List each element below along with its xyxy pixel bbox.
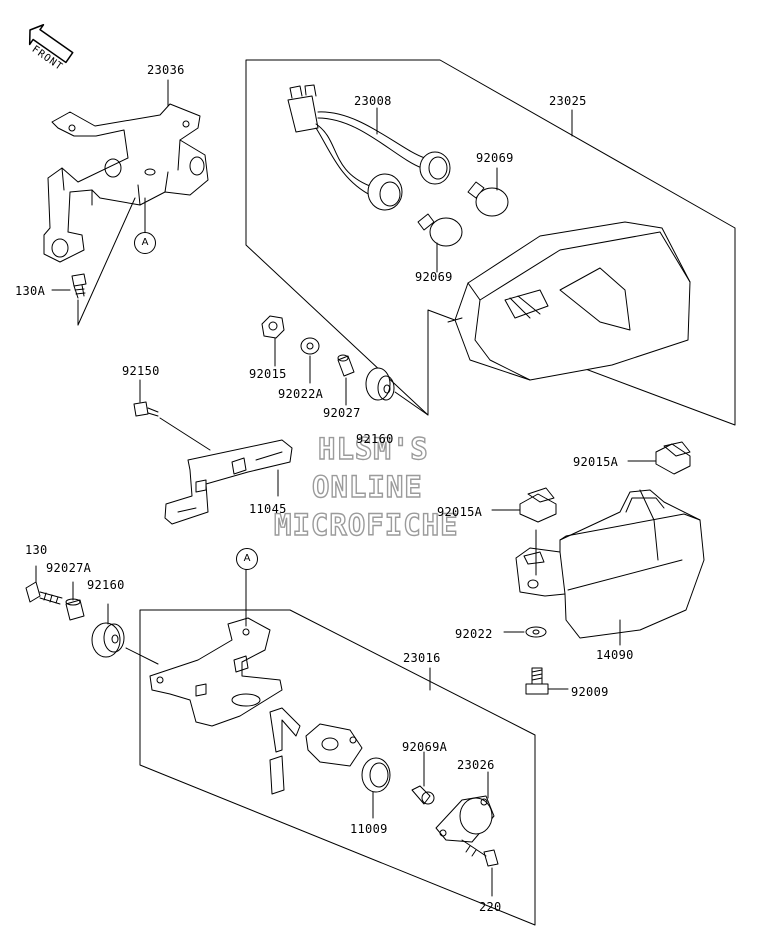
bolt-130A (71, 273, 87, 299)
part-label-92069-mid: 92069 (415, 270, 453, 284)
screw-220 (461, 839, 499, 867)
washer-92022 (525, 626, 547, 638)
part-label-130A: 130A (15, 284, 46, 298)
part-label-11009: 11009 (350, 822, 388, 836)
part-label-92027: 92027 (323, 406, 361, 420)
clip-nut-92015A-b (519, 487, 557, 523)
watermark-line1: HLSM'S (317, 431, 429, 466)
part-label-92069-top: 92069 (476, 151, 514, 165)
part-label-23036: 23036 (147, 63, 185, 77)
part-label-14090: 14090 (596, 648, 634, 662)
part-label-92150: 92150 (122, 364, 160, 378)
callout-a-upper: A (134, 232, 156, 254)
part-label-92009: 92009 (571, 685, 609, 699)
part-label-92069A: 92069A (402, 740, 448, 754)
watermark-line2: ONLINE (311, 469, 423, 504)
part-label-130: 130 (25, 543, 48, 557)
ring-11009 (361, 757, 391, 793)
bulb-92069-bottom (417, 213, 463, 247)
tail-lamp-lens (447, 221, 691, 381)
part-label-92160-top: 92160 (356, 432, 394, 446)
clip-nut-92015A-a (655, 441, 691, 475)
part-label-23008: 23008 (354, 94, 392, 108)
screw-92009 (525, 667, 549, 695)
nut-92015 (261, 315, 285, 339)
grommet-92160-bottom (91, 622, 125, 658)
bracket-23016 (149, 617, 283, 727)
collar-92027A (65, 598, 85, 621)
cover-14090 (515, 489, 705, 639)
bulb-92069-top (467, 181, 509, 217)
callout-a-lower: A (236, 548, 258, 570)
part-label-92015: 92015 (249, 367, 287, 381)
bracket-23036 (43, 103, 209, 263)
bulb-92069A (411, 785, 435, 805)
part-label-92022A: 92022A (278, 387, 324, 401)
lamp-23026 (435, 795, 495, 843)
washer-92022A (300, 337, 320, 355)
part-label-11045: 11045 (249, 502, 287, 516)
part-label-23025: 23025 (549, 94, 587, 108)
part-label-23016: 23016 (403, 651, 441, 665)
bolt-92150 (133, 401, 159, 417)
wiring-23008 (287, 84, 451, 211)
watermark-line3: MICROFICHE (273, 507, 459, 542)
bracket-11045 (164, 439, 293, 525)
part-label-92027A: 92027A (46, 561, 92, 575)
part-label-23026: 23026 (457, 758, 495, 772)
part-label-92022: 92022 (455, 627, 493, 641)
front-arrow-icon (28, 24, 74, 64)
part-label-92160-bottom: 92160 (87, 578, 125, 592)
part-label-92015A-b: 92015A (437, 505, 483, 519)
part-label-220: 220 (479, 900, 502, 914)
socket-harness (269, 707, 363, 795)
collar-92027 (337, 354, 355, 377)
grommet-92160-top (365, 367, 395, 401)
bolt-130 (25, 581, 63, 605)
part-label-92015A-a: 92015A (573, 455, 619, 469)
